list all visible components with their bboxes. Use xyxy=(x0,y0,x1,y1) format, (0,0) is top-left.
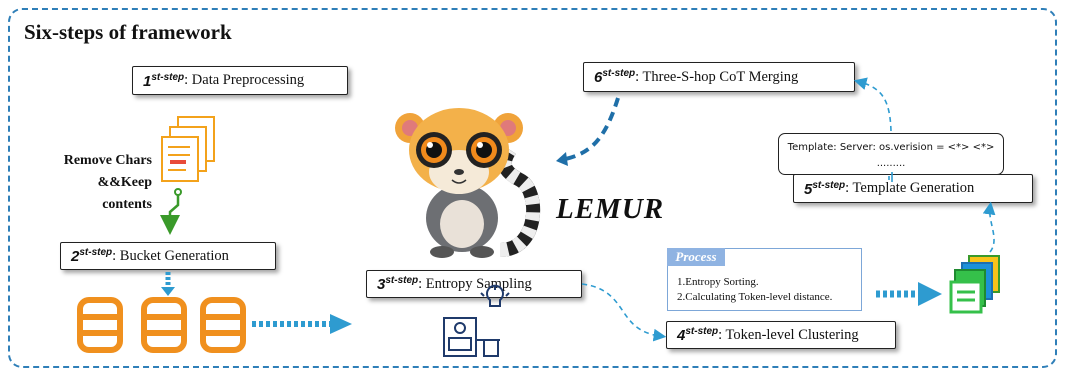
entropy-machine-icon xyxy=(443,284,510,357)
step-1-box: 1st-step : Data Preprocessing xyxy=(132,66,348,95)
step-4-label: : Token-level Clustering xyxy=(718,326,859,343)
template-ellipsis: ......... xyxy=(876,158,906,169)
step-2-number: 2st-step xyxy=(71,247,113,265)
step-4-number: 4st-step xyxy=(677,326,719,344)
process-box: Process 1.Entropy Sorting. 2.Calculating… xyxy=(667,248,862,311)
process-header: Process xyxy=(667,248,725,266)
documents-icon xyxy=(161,116,215,182)
stacked-docs-icon xyxy=(949,255,1000,314)
arrow-step3-to-step4 xyxy=(581,283,667,342)
green-down-arrow xyxy=(160,192,180,235)
arrow-head-right xyxy=(330,314,352,334)
arrow-head-process xyxy=(918,282,942,306)
lemur-mascot xyxy=(395,108,541,258)
remove-label-line1: Remove Chars xyxy=(63,153,152,168)
step-3-box: 3st-step : Entropy Sampling xyxy=(366,270,582,298)
remove-label-line2: &&Keep contents xyxy=(97,175,152,212)
diagram-title: Six-steps of framework xyxy=(24,20,232,44)
step-5-box: 5st-step : Template Generation xyxy=(793,174,1033,203)
process-item-2: 2.Calculating Token-level distance. xyxy=(677,291,833,303)
arrow-template-to-step6 xyxy=(853,77,892,132)
database-icon-2 xyxy=(141,297,187,353)
database-icon-1 xyxy=(77,297,123,353)
process-item-1: 1.Entropy Sorting. xyxy=(677,276,759,288)
arrow-to-step5 xyxy=(982,201,996,253)
lemur-label: LEMUR xyxy=(556,193,665,225)
step-1-number: 1st-step xyxy=(143,71,185,90)
template-line: Template: Server: os.verision = <*> <*> xyxy=(787,142,995,153)
step-2-label: : Bucket Generation xyxy=(112,247,229,264)
step-3-number: 3st-step xyxy=(377,275,419,293)
step-1-label: : Data Preprocessing xyxy=(184,72,305,88)
arrow-step6-to-lemur xyxy=(559,97,620,162)
remove-chars-label: Remove Chars &&Keep contents xyxy=(48,150,152,216)
step-6-label: : Three-S-hop CoT Merging xyxy=(635,68,799,85)
template-output-box: Template: Server: os.verision = <*> <*> … xyxy=(778,133,1004,175)
step-6-box: 6st-step : Three-S-hop CoT Merging xyxy=(583,62,855,92)
database-icon-3 xyxy=(200,297,246,353)
step-3-label: : Entropy Sampling xyxy=(418,275,532,292)
step-5-number: 5st-step xyxy=(804,179,846,198)
step-5-label: : Template Generation xyxy=(845,180,975,196)
step-4-box: 4st-step : Token-level Clustering xyxy=(666,321,896,349)
step-2-box: 2st-step : Bucket Generation xyxy=(60,242,276,270)
step-6-number: 6st-step xyxy=(594,68,636,86)
framework-frame xyxy=(8,8,1057,368)
